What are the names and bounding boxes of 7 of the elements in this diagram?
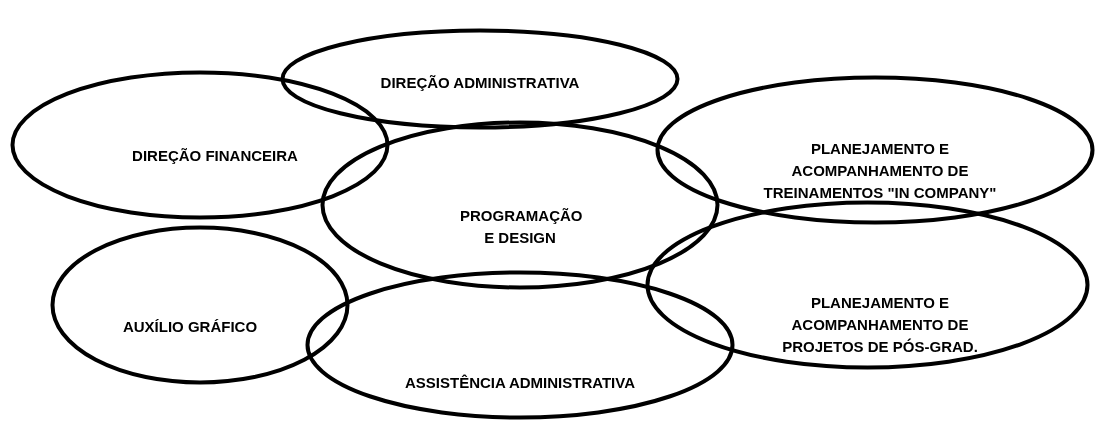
role-label: DIREÇÃO FINANCEIRA — [131, 146, 299, 166]
role-label: PLANEJAMENTO E ACOMPANHAMENTO DE TREINAMENTOS "IN COMPANY" — [762, 139, 998, 203]
role-label: PROGRAMAÇÃO E DESIGN — [460, 206, 580, 248]
role-label: AUXÍLIO GRÁFICO — [121, 317, 259, 337]
role-label: DIREÇÃO ADMINISTRATIVA — [379, 73, 581, 93]
role-label: PLANEJAMENTO E ACOMPANHAMENTO DE PROJETOS DE PÓS-GRAD. — [781, 293, 979, 357]
role-label: ASSISTÊNCIA ADMINISTRATIVA — [404, 373, 636, 393]
